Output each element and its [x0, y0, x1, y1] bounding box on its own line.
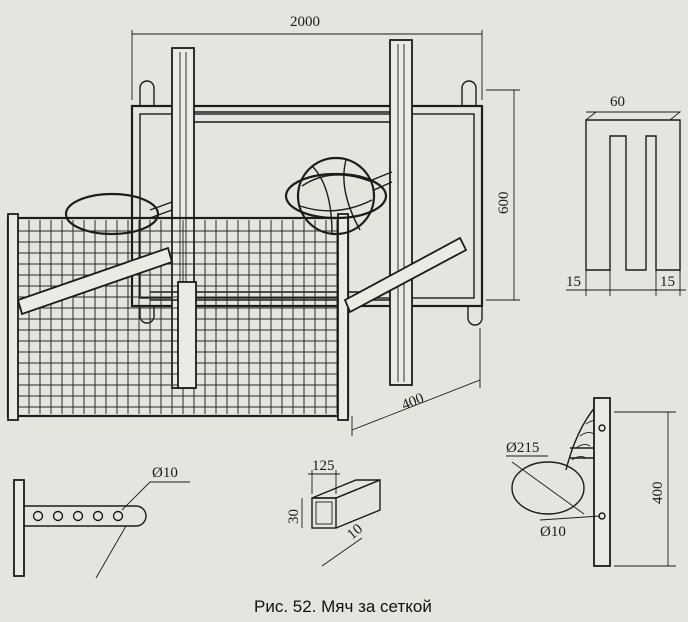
label-ring-hole-dia: Ø10 — [540, 524, 566, 540]
ball — [296, 156, 376, 236]
right-post — [389, 39, 413, 386]
label-400: 400 — [400, 390, 427, 413]
net-grid — [18, 220, 338, 414]
label-15-left: 15 — [566, 274, 581, 290]
label-ring-height: 400 — [650, 482, 666, 505]
label-15-right: 15 — [660, 274, 675, 290]
detail-hole-bar: Ø10 — [13, 465, 190, 579]
label-10: 10 — [344, 521, 366, 543]
label-ring-dia: Ø215 — [506, 440, 539, 456]
dim-depth: 400 — [351, 328, 481, 436]
left-post-lower — [177, 281, 197, 389]
left-ring — [64, 192, 173, 236]
label-2000: 2000 — [290, 14, 320, 30]
label-30: 30 — [286, 509, 302, 524]
ball-and-ring — [284, 156, 393, 236]
label-60: 60 — [610, 94, 625, 110]
diagonal-braces — [16, 236, 468, 316]
net-panel — [6, 213, 350, 421]
back-frame — [130, 80, 484, 326]
dim-frame-height: 600 — [486, 89, 520, 301]
figure-caption: Рис. 52. Мяч за сеткой — [254, 597, 432, 616]
detail-channel: 60 15 15 — [566, 94, 686, 296]
detail-tube: 125 30 10 — [286, 458, 381, 567]
label-125: 125 — [312, 458, 335, 474]
label-hole-dia: Ø10 — [152, 465, 178, 481]
label-600: 600 — [496, 192, 512, 215]
dim-frame-width: 2000 — [131, 14, 483, 100]
detail-ring: Ø215 Ø10 400 — [506, 397, 676, 567]
